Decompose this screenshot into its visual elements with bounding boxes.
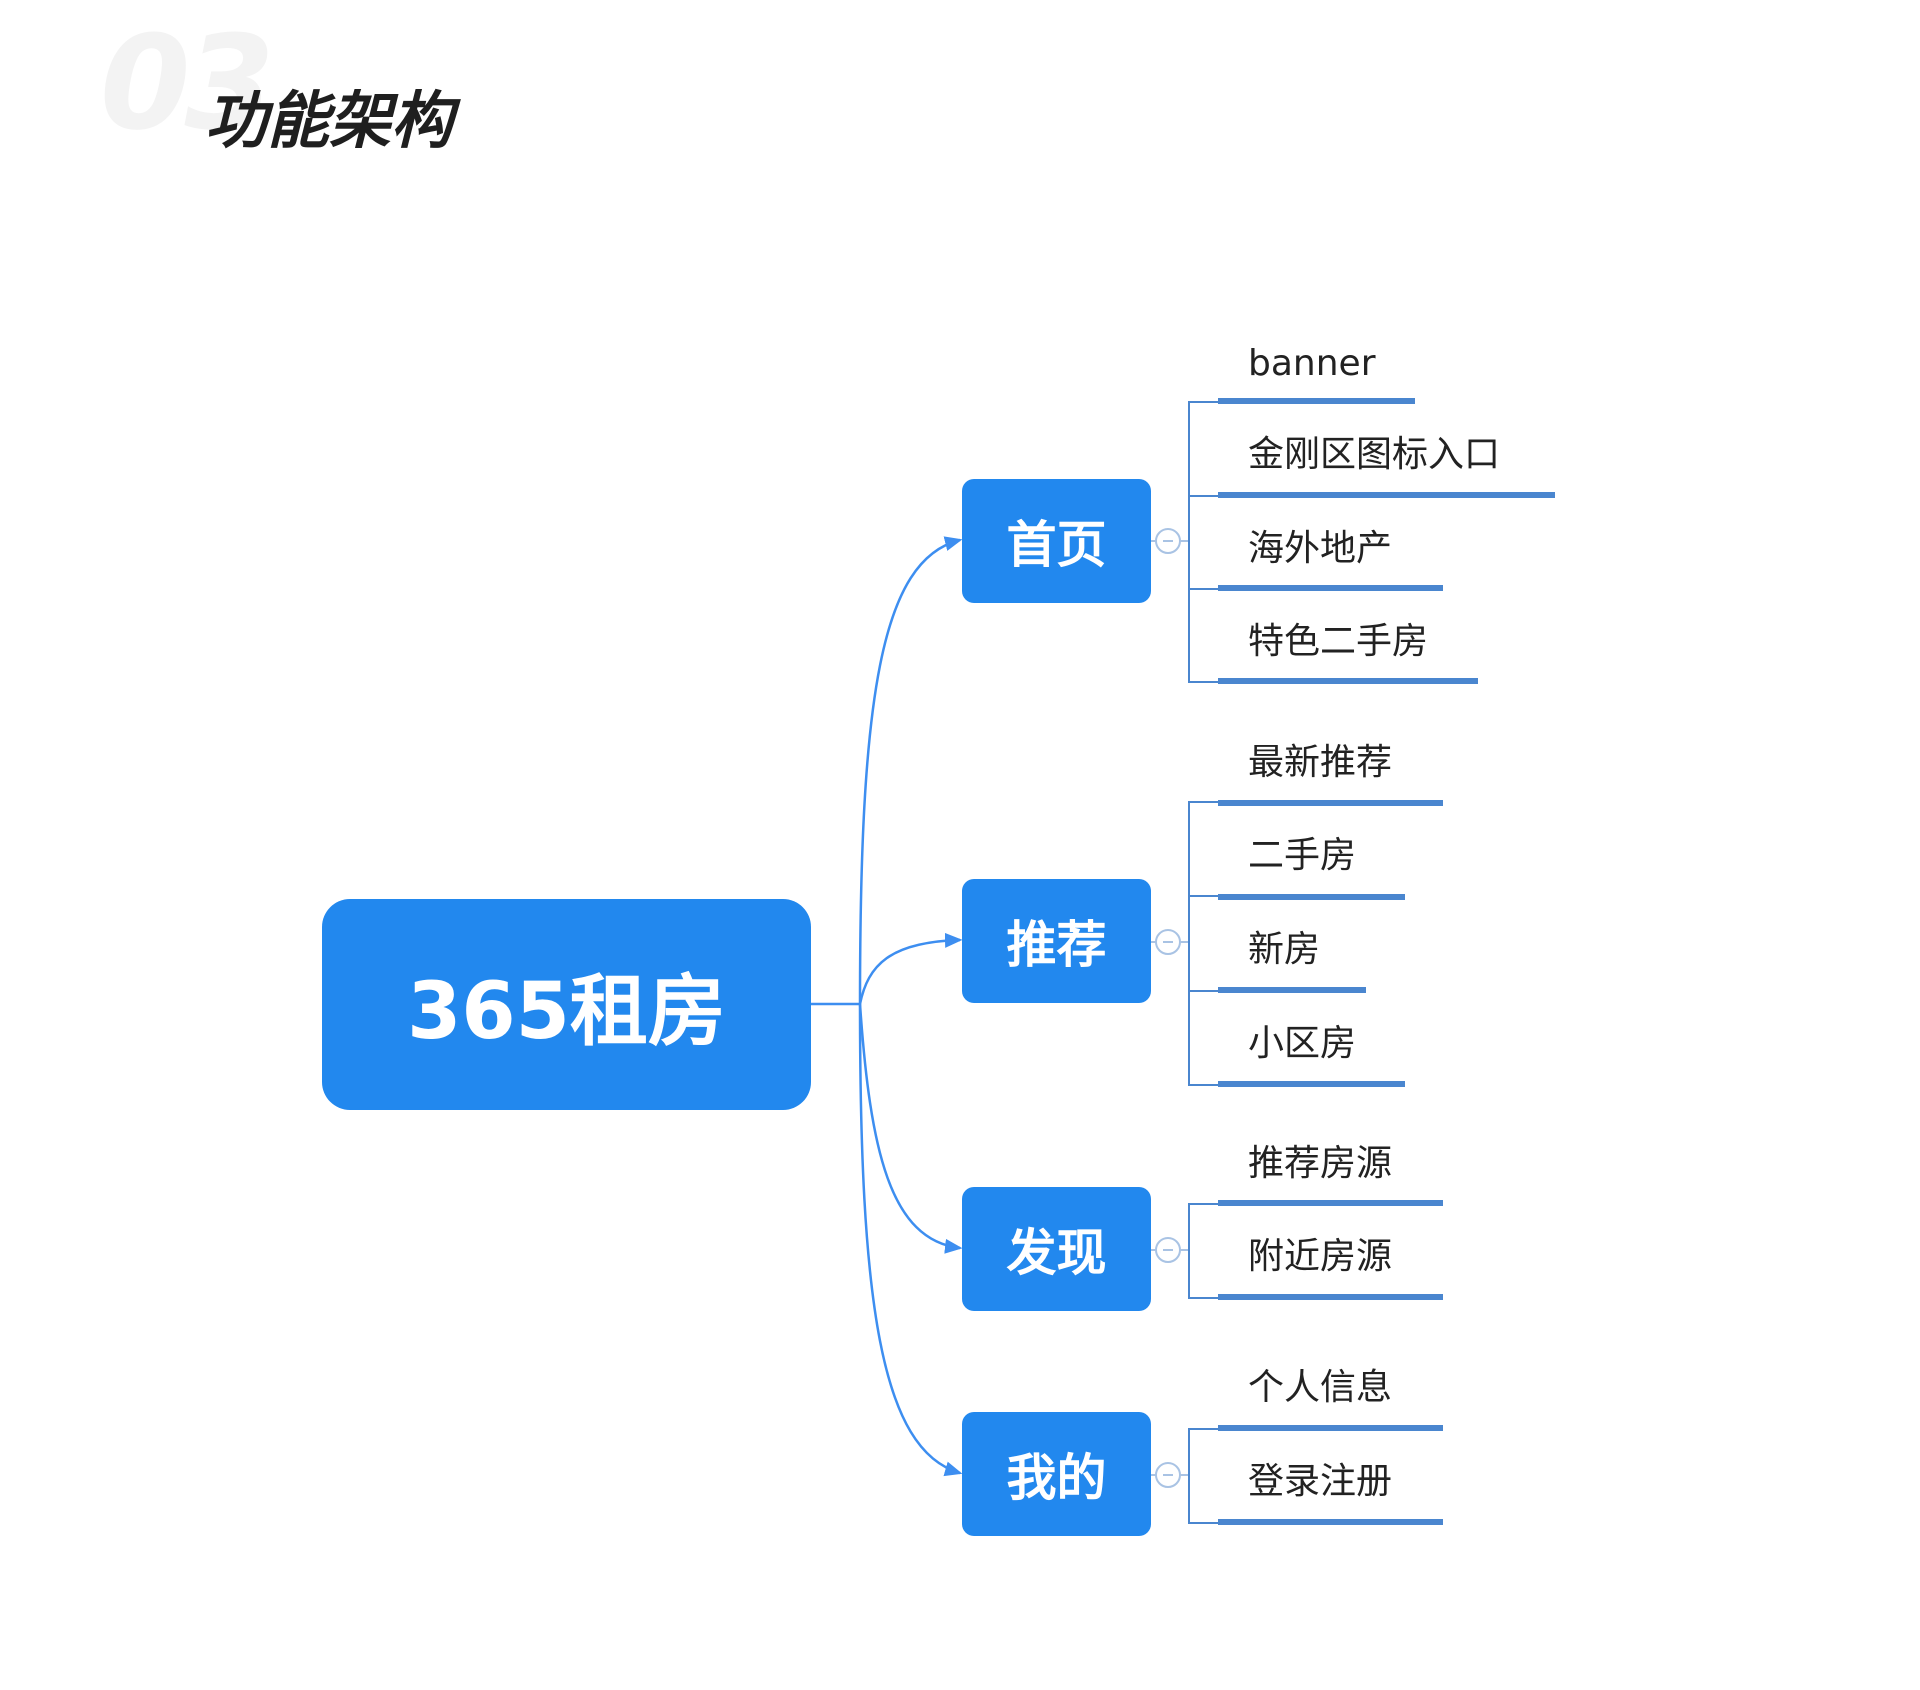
leaf-node-overseas[interactable]: 海外地产 [1248, 528, 1393, 569]
page-title: 功能架构 [205, 84, 454, 157]
leaf-underline [1218, 1294, 1443, 1300]
branch-bracket [1188, 1428, 1220, 1524]
connector-推荐 [858, 932, 963, 1005]
branch-node-home[interactable]: 首页 [962, 479, 1151, 603]
leaf-underline [1218, 1081, 1405, 1087]
leaf-node-secondhand[interactable]: 二手房 [1248, 835, 1357, 876]
leaf-underline [1218, 1200, 1443, 1206]
leaf-underline [1218, 398, 1415, 404]
leaf-underline [1218, 492, 1555, 498]
leaf-node-banner[interactable]: banner [1248, 343, 1376, 384]
leaf-underline [1218, 800, 1443, 806]
leaf-underline [1218, 585, 1443, 591]
leaf-node-community[interactable]: 小区房 [1248, 1023, 1357, 1064]
section-number-watermark: 03 [100, 7, 275, 159]
branch-node-recommend[interactable]: 推荐 [962, 879, 1151, 1003]
leaf-node-nearby-listings[interactable]: 附近房源 [1248, 1236, 1393, 1277]
branch-node-discover[interactable]: 发现 [962, 1187, 1151, 1311]
collapse-toggle-icon[interactable] [1155, 1237, 1181, 1263]
connector-首页 [858, 536, 963, 1005]
leaf-node-featured-secondhand[interactable]: 特色二手房 [1248, 621, 1429, 662]
branch-node-mine[interactable]: 我的 [962, 1412, 1151, 1536]
leaf-node-login-register[interactable]: 登录注册 [1248, 1461, 1393, 1502]
leaf-underline [1218, 678, 1478, 684]
branch-bracket [1188, 401, 1220, 683]
leaf-underline [1218, 894, 1405, 900]
collapse-toggle-icon[interactable] [1155, 929, 1181, 955]
leaf-underline [1218, 987, 1366, 993]
leaf-node-recommended-listings[interactable]: 推荐房源 [1248, 1143, 1393, 1184]
collapse-toggle-icon[interactable] [1155, 528, 1181, 554]
leaf-node-jingang[interactable]: 金刚区图标入口 [1248, 434, 1501, 475]
leaf-node-profile[interactable]: 个人信息 [1248, 1367, 1393, 1408]
root-node[interactable]: 365租房 [322, 899, 811, 1110]
branch-bracket [1188, 1203, 1220, 1299]
connector-发现 [858, 1003, 963, 1254]
collapse-toggle-icon[interactable] [1155, 1462, 1181, 1488]
branch-bracket [1188, 801, 1220, 1086]
leaf-underline [1218, 1519, 1443, 1525]
leaf-underline [1218, 1425, 1443, 1431]
leaf-node-latest[interactable]: 最新推荐 [1248, 742, 1393, 783]
leaf-node-new[interactable]: 新房 [1248, 929, 1321, 970]
connector-我的 [858, 1003, 963, 1477]
